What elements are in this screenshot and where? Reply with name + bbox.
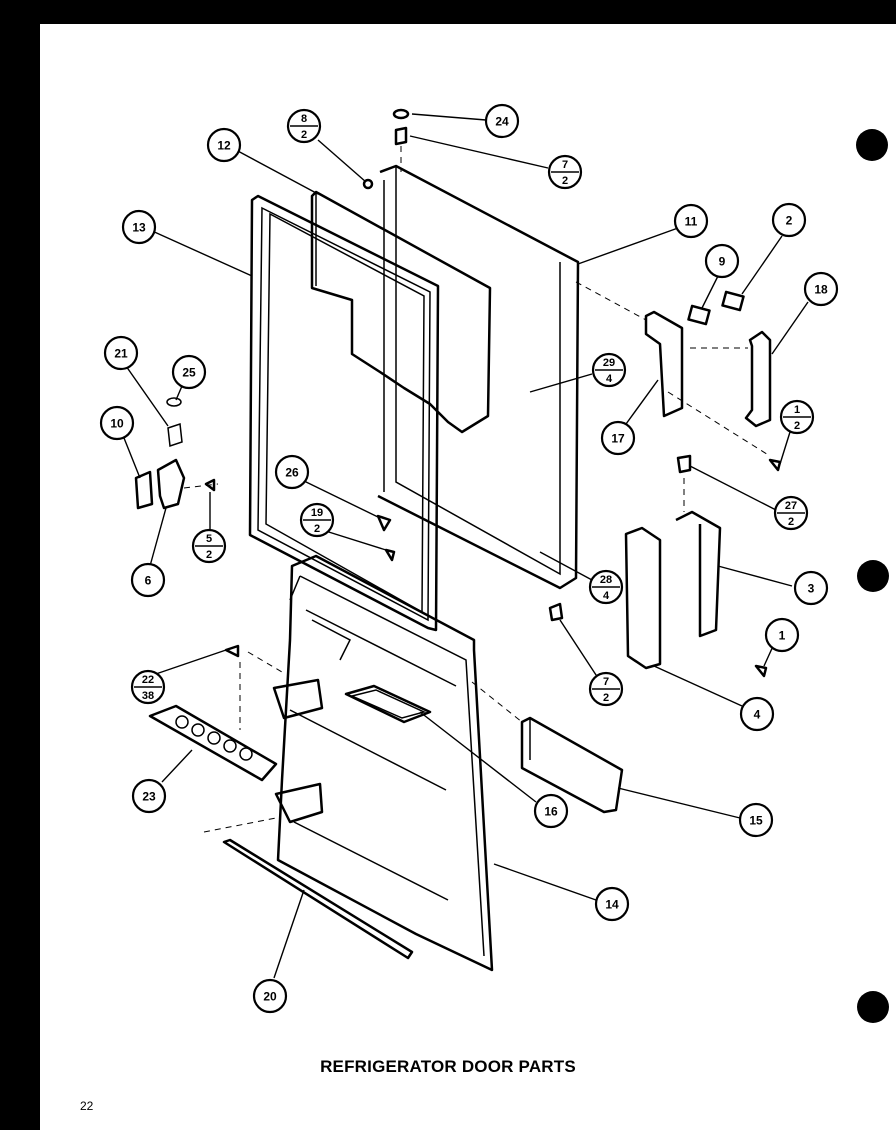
svg-text:2: 2 [788, 516, 794, 528]
svg-text:21: 21 [114, 347, 128, 361]
svg-text:22: 22 [142, 674, 154, 686]
callout-15: 15 [738, 802, 774, 838]
callout-24: 24 [484, 103, 520, 139]
fraction-callout-7-2-top: 72 [547, 154, 583, 190]
pad-9 [687, 304, 711, 326]
svg-text:7: 7 [603, 676, 609, 688]
catalog-page [40, 24, 896, 1130]
svg-text:29: 29 [603, 357, 615, 369]
callout-16: 16 [533, 793, 569, 829]
upper-insulation-cover [310, 190, 492, 434]
fraction-callout-1-2: 12 [779, 399, 815, 435]
door-handle [667, 330, 772, 457]
svg-text:26: 26 [285, 466, 299, 480]
svg-text:1: 1 [794, 404, 800, 416]
callout-3: 3 [793, 570, 829, 606]
callout-21: 21 [103, 335, 139, 371]
svg-text:9: 9 [719, 255, 726, 269]
lower-door-shelves [272, 609, 457, 901]
callout-25: 25 [171, 354, 207, 390]
alignment-lines [239, 146, 647, 730]
lower-door-panel [276, 554, 494, 972]
svg-text:28: 28 [600, 574, 612, 586]
callout-12: 12 [206, 127, 242, 163]
svg-text:5: 5 [206, 533, 212, 545]
svg-text:16: 16 [544, 805, 558, 819]
svg-text:24: 24 [495, 115, 509, 129]
svg-text:12: 12 [217, 139, 231, 153]
svg-text:19: 19 [311, 507, 323, 519]
binder-hole-top [856, 129, 888, 161]
hinge-cover-channel [520, 716, 624, 814]
svg-text:2: 2 [603, 692, 609, 704]
svg-text:4: 4 [754, 708, 761, 722]
svg-text:18: 18 [814, 283, 828, 297]
svg-text:2: 2 [301, 129, 307, 141]
svg-text:23: 23 [142, 790, 156, 804]
svg-text:2: 2 [206, 549, 212, 561]
fraction-callout-7-2-bottom: 72 [588, 671, 624, 707]
leader-lines [123, 113, 809, 979]
fraction-callout-27-2: 272 [773, 495, 809, 531]
fraction-callout-8-2: 82 [286, 108, 322, 144]
svg-text:38: 38 [142, 690, 154, 702]
screws [204, 108, 782, 678]
callout-17: 17 [600, 420, 636, 456]
upper-door-gasket-frame [248, 194, 440, 632]
binder-hole-bottom [857, 991, 889, 1023]
lower-hinge-bracket [624, 478, 722, 670]
callout-18: 18 [803, 271, 839, 307]
fraction-callout-28-4: 284 [588, 569, 624, 605]
svg-text:14: 14 [605, 898, 619, 912]
door-shelf-bin [344, 684, 432, 724]
svg-text:11: 11 [685, 215, 698, 229]
callout-26: 26 [274, 454, 310, 490]
callout-9: 9 [704, 243, 740, 279]
bottom-trim-strip [203, 817, 414, 960]
fraction-callout-19-2: 192 [299, 502, 335, 538]
callout-6: 6 [130, 562, 166, 598]
callout-13: 13 [121, 209, 157, 245]
svg-text:27: 27 [785, 500, 797, 512]
binder-hole-middle [857, 560, 889, 592]
svg-text:2: 2 [314, 523, 320, 535]
upper-door-outer-panel [377, 164, 580, 590]
diagram-title: REFRIGERATOR DOOR PARTS [320, 1057, 576, 1076]
svg-text:17: 17 [611, 432, 625, 446]
svg-text:2: 2 [562, 175, 568, 187]
svg-text:4: 4 [606, 373, 613, 385]
svg-text:1: 1 [779, 629, 786, 643]
door-parts-drawing [134, 108, 782, 972]
page-number: 22 [80, 1099, 94, 1113]
handle-bracket [644, 310, 684, 418]
left-hinge-parts [134, 397, 219, 510]
svg-text:25: 25 [182, 366, 196, 380]
callout-11: 11 [673, 203, 709, 239]
callout-23: 23 [131, 778, 167, 814]
callout-2: 2 [771, 202, 807, 238]
egg-tray [148, 704, 278, 782]
svg-text:6: 6 [145, 574, 152, 588]
callout-14: 14 [594, 886, 630, 922]
svg-text:13: 13 [132, 221, 146, 235]
callout-20: 20 [252, 978, 288, 1014]
fraction-callout-29-4: 294 [591, 352, 627, 388]
fraction-callout-5-2: 52 [191, 528, 227, 564]
svg-text:4: 4 [603, 590, 610, 602]
svg-text:20: 20 [263, 990, 277, 1004]
callout-10: 10 [99, 405, 135, 441]
svg-text:7: 7 [562, 159, 568, 171]
svg-text:2: 2 [786, 214, 793, 228]
callout-1: 1 [764, 617, 800, 653]
svg-text:3: 3 [808, 582, 815, 596]
pad-2 [721, 290, 745, 312]
svg-text:8: 8 [301, 113, 307, 125]
svg-text:15: 15 [749, 814, 763, 828]
callout-4: 4 [739, 696, 775, 732]
svg-text:2: 2 [794, 420, 800, 432]
svg-text:10: 10 [110, 417, 124, 431]
